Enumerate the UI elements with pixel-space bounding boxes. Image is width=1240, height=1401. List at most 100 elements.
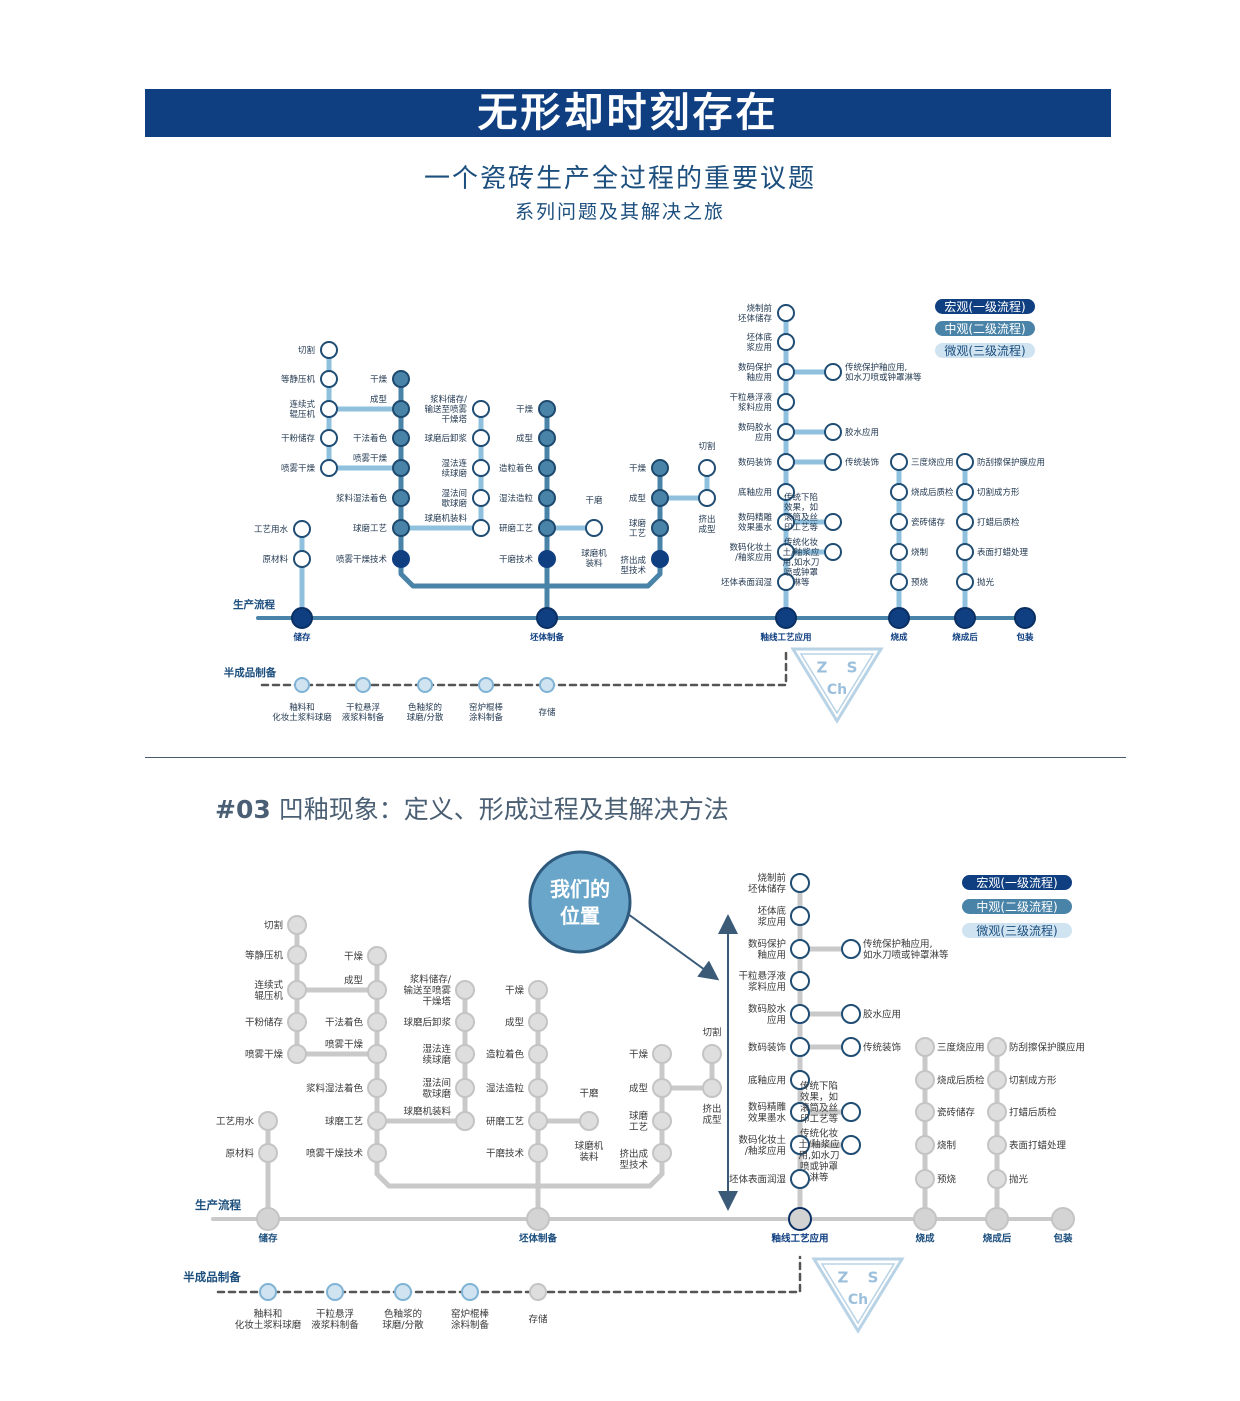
station-label-3: 烧成 xyxy=(890,632,908,643)
glaze-node-3 xyxy=(790,971,810,991)
dry-label-6: 喷雾干燥技术 xyxy=(306,1147,364,1159)
glaze-label-5: 数码装饰 xyxy=(748,1041,786,1053)
station-label-4: 烧成后 xyxy=(952,632,978,643)
station-label-5: 包装 xyxy=(1016,632,1034,643)
logo-triangle-inner xyxy=(820,1263,896,1325)
post-label-4: 抛光 xyxy=(1009,1173,1029,1185)
kiln-label-4: 预烧 xyxy=(911,577,929,588)
glaze-side-node-0 xyxy=(824,363,842,381)
glaze-label-6: 底釉应用 xyxy=(748,1074,786,1086)
production-flow-label: 生产流程 xyxy=(233,598,275,611)
page-subtitle: 一个瓷砖生产全过程的重要议题 xyxy=(423,164,816,194)
dry-label-1: 成型 xyxy=(370,394,388,405)
glaze-side-node-1 xyxy=(824,423,842,441)
extrude-node-3 xyxy=(652,1143,672,1163)
dry-node-0 xyxy=(392,370,410,388)
body-label-4: 研磨工艺 xyxy=(499,523,533,534)
callout-arrow xyxy=(627,913,720,981)
extrude-node-2 xyxy=(651,519,669,537)
extrude2-label-1: 挤出成型 xyxy=(698,514,716,535)
page-banner-title: 无形却时刻存在 xyxy=(145,89,1111,137)
post-label-3: 表面打蜡处理 xyxy=(1009,1139,1067,1151)
slurry-node-3 xyxy=(455,1078,475,1098)
extrude-node-1 xyxy=(651,489,669,507)
glaze-node-1 xyxy=(777,333,795,351)
glaze-side-label-1: 胶水应用 xyxy=(863,1008,901,1020)
kiln-label-1: 烧成后质检 xyxy=(937,1074,985,1086)
extrude-label-2: 球磨工艺 xyxy=(629,1110,649,1133)
station-label-0: 储存 xyxy=(292,632,311,643)
press-node-2 xyxy=(287,980,307,1000)
body-node-3 xyxy=(538,489,556,507)
dry-label-0: 干燥 xyxy=(370,374,388,385)
station-node-5 xyxy=(1051,1207,1075,1231)
semi-node-3 xyxy=(478,677,494,693)
glaze-node-8 xyxy=(790,1135,810,1155)
body-node-5 xyxy=(528,1143,548,1163)
post-label-2: 打蜡后质检 xyxy=(1009,1106,1057,1118)
glaze-side-label-2: 传统装饰 xyxy=(863,1041,901,1053)
kiln-node-4 xyxy=(915,1169,935,1189)
body-label-4: 研磨工艺 xyxy=(486,1116,524,1127)
legend-pill-1 xyxy=(962,899,1072,914)
glaze-label-2: 数码保护釉应用 xyxy=(738,362,772,383)
body-label-0: 干燥 xyxy=(505,985,525,996)
kiln-node-2 xyxy=(915,1102,935,1122)
glaze-label-0: 烧制前坯体储存 xyxy=(738,303,773,324)
semi-label-3: 窑炉棍棒涂料制备 xyxy=(451,1308,490,1331)
callout-bubble xyxy=(528,850,632,954)
press-label-3: 干粉储存 xyxy=(245,1016,284,1028)
station-label-2: 釉线工艺应用 xyxy=(760,632,811,643)
glaze-node-2 xyxy=(790,939,810,959)
glaze-label-7: 数码精雕效果墨水 xyxy=(738,512,773,533)
kiln-node-3 xyxy=(890,543,908,561)
glaze-node-9 xyxy=(790,1169,810,1189)
press-node-0 xyxy=(320,341,338,359)
glaze-side-label-2: 传统装饰 xyxy=(845,457,880,468)
extrude2-node-0 xyxy=(698,459,716,477)
post-node-2 xyxy=(956,513,974,531)
glaze-label-9: 坯体表面润湿 xyxy=(721,577,773,588)
slurry-label-3: 湿法间歇球磨 xyxy=(422,1077,451,1100)
slurry-label-0: 浆料储存/输送至喷雾干燥塔 xyxy=(424,394,467,425)
glaze-side-node-2 xyxy=(824,453,842,471)
body-label-0: 干燥 xyxy=(516,404,534,415)
legend-pill-1 xyxy=(935,321,1035,336)
station-label-1: 坯体制备 xyxy=(519,1232,558,1244)
station-node-0 xyxy=(291,607,313,629)
station-node-1 xyxy=(526,1207,550,1231)
body-node-0 xyxy=(528,980,548,1000)
extrude2-label-1: 挤出成型 xyxy=(702,1103,722,1126)
body-label-3: 湿法造粒 xyxy=(486,1082,525,1094)
post-node-0 xyxy=(956,453,974,471)
drymill-node xyxy=(579,1111,599,1131)
body-node-4 xyxy=(538,519,556,537)
extrude-label-3: 挤出成型技术 xyxy=(620,555,646,576)
press-label-4: 喷雾干燥 xyxy=(281,463,316,474)
logo-letter-s: S xyxy=(868,1268,879,1286)
dry-node-4 xyxy=(392,489,410,507)
semi-finished-label: 半成品制备 xyxy=(183,1270,241,1284)
post-label-2: 打蜡后质检 xyxy=(977,517,1020,528)
body-node-1 xyxy=(528,1012,548,1032)
slurry-node-1 xyxy=(455,1012,475,1032)
glaze-node-5 xyxy=(777,453,795,471)
raw-node-1 xyxy=(258,1143,278,1163)
press-label-1: 等静压机 xyxy=(245,949,284,961)
kiln-node-0 xyxy=(890,453,908,471)
station-label-2: 釉线工艺应用 xyxy=(771,1232,828,1244)
semi-label-2: 色釉浆的球磨/分散 xyxy=(382,1308,424,1331)
glaze-label-0: 烧制前坯体储存 xyxy=(748,872,787,895)
slurry-label-2: 湿法连续球磨 xyxy=(441,458,467,479)
legend-label-0: 宏观(一级流程) xyxy=(944,299,1025,314)
kiln-label-3: 烧制 xyxy=(937,1139,956,1151)
glaze-side-label-3: 传统下陷效果，如滚筒及丝印工艺等 xyxy=(784,492,819,533)
slurry-node-2 xyxy=(455,1044,475,1064)
semi-label-1: 干粒悬浮液浆料制备 xyxy=(342,702,385,723)
post-node-3 xyxy=(956,543,974,561)
dry-node-1 xyxy=(367,980,387,1000)
dry-node-1 xyxy=(392,400,410,418)
glaze-side-node-4 xyxy=(841,1135,861,1155)
post-label-1: 切割成方形 xyxy=(1009,1074,1057,1086)
slurry-label-3: 湿法间歇球磨 xyxy=(441,488,467,509)
